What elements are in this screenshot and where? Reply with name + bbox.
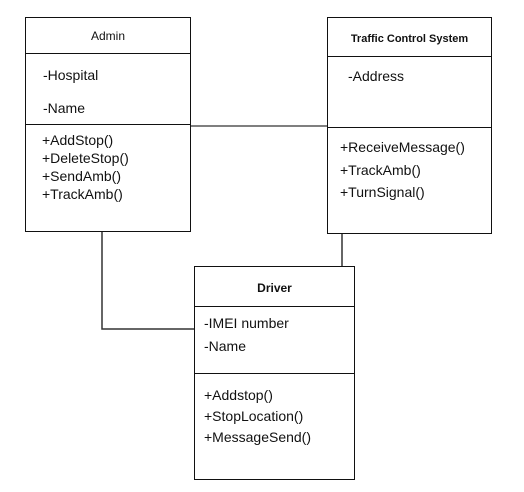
traffic-control-system-class: Traffic Control System -Address +Receive… bbox=[327, 17, 492, 234]
admin-class: Admin -Hospital -Name +AddStop() +Delete… bbox=[25, 17, 191, 232]
traffic-method: +TrackAmb() bbox=[340, 162, 421, 178]
admin-class-name: Admin bbox=[90, 29, 125, 43]
traffic-attribute-divider bbox=[328, 127, 491, 128]
traffic-method: +TurnSignal() bbox=[340, 184, 425, 200]
admin-method: +DeleteStop() bbox=[42, 150, 129, 166]
driver-attribute: -IMEI number bbox=[204, 315, 289, 331]
traffic-control-system-class-name: Traffic Control System bbox=[350, 33, 469, 45]
admin-attribute: -Hospital bbox=[43, 67, 99, 83]
driver-attribute: -Name bbox=[204, 338, 247, 354]
admin-attribute-divider bbox=[26, 124, 190, 125]
driver-method: +StopLocation() bbox=[204, 408, 304, 424]
admin-method: +TrackAmb() bbox=[42, 186, 123, 202]
traffic-attribute: -Address bbox=[348, 68, 405, 84]
association-admin-driver bbox=[101, 232, 196, 330]
traffic-name-divider bbox=[328, 56, 491, 57]
driver-method: +MessageSend() bbox=[204, 429, 312, 445]
driver-method: +Addstop() bbox=[204, 387, 273, 403]
driver-class: Driver -IMEI number -Name +Addstop() +St… bbox=[194, 266, 355, 480]
traffic-method: +ReceiveMessage() bbox=[340, 139, 465, 155]
admin-name-divider bbox=[26, 53, 190, 54]
admin-method: +AddStop() bbox=[42, 132, 114, 148]
driver-name-divider bbox=[195, 306, 354, 307]
driver-class-name: Driver bbox=[257, 281, 292, 295]
admin-method: +SendAmb() bbox=[42, 168, 121, 184]
driver-attribute-divider bbox=[195, 373, 354, 374]
admin-attribute: -Name bbox=[43, 100, 86, 116]
